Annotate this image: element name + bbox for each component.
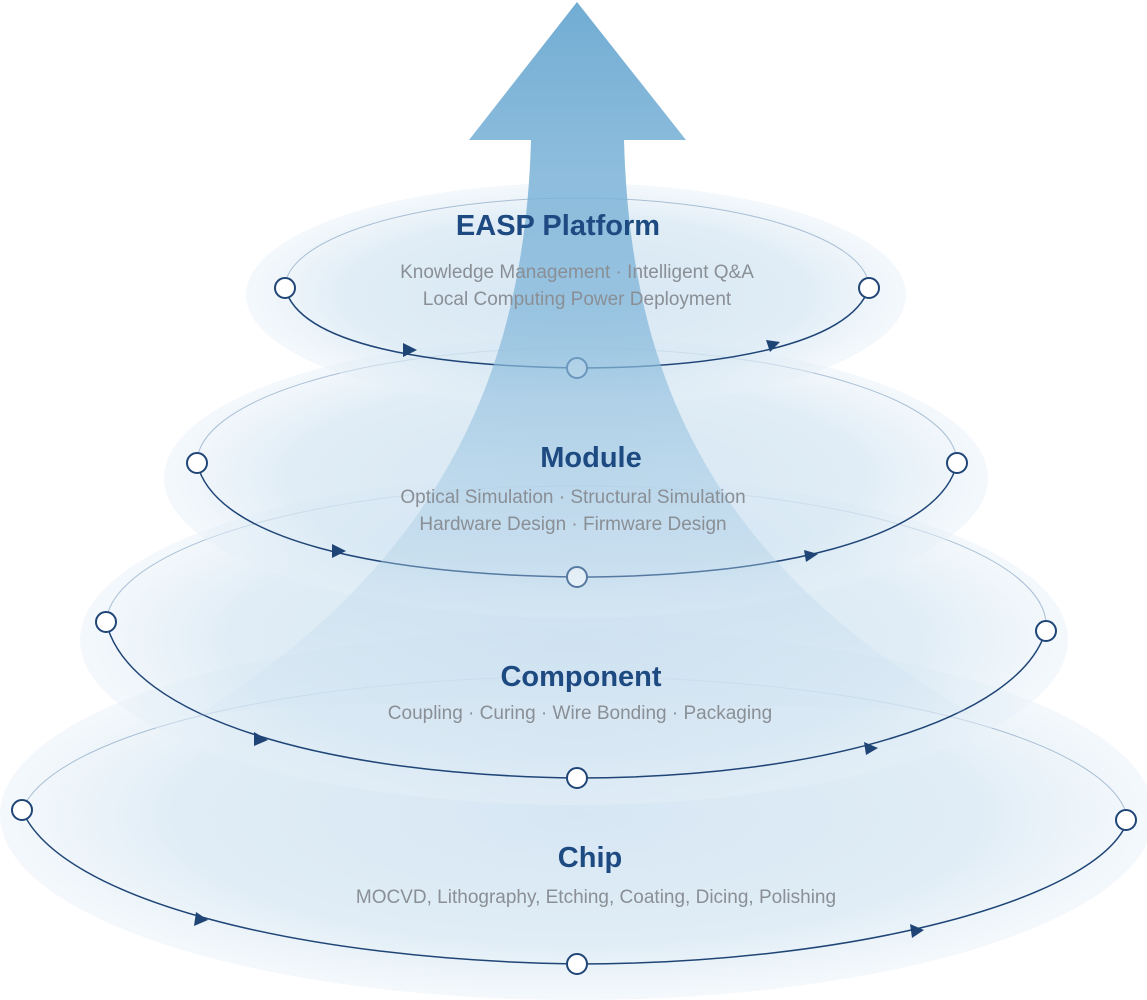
layer-easp-platform-desc-line-1: Knowledge Management · Intelligent Q&A bbox=[400, 262, 754, 283]
triangle-arrow-icon bbox=[804, 550, 818, 562]
circle-node-icon bbox=[566, 953, 588, 975]
triangle-arrow-icon bbox=[254, 732, 268, 746]
layer-component-desc-line-1: Coupling · Curing · Wire Bonding · Packa… bbox=[388, 703, 772, 724]
triangle-arrow-icon bbox=[864, 742, 878, 755]
circle-node-icon bbox=[858, 277, 880, 299]
layer-chip-desc-line-1: MOCVD, Lithography, Etching, Coating, Di… bbox=[356, 887, 836, 908]
circle-node-icon bbox=[11, 799, 33, 821]
circle-node-icon bbox=[946, 452, 968, 474]
circle-node-icon bbox=[95, 611, 117, 633]
layer-component-title: Component bbox=[500, 661, 661, 693]
up-arrow-icon bbox=[190, 2, 975, 720]
circle-node-icon bbox=[1035, 620, 1057, 642]
triangle-arrow-icon bbox=[403, 343, 417, 357]
triangle-arrow-icon bbox=[332, 544, 346, 558]
circle-node-icon bbox=[566, 767, 588, 789]
triangle-arrow-icon bbox=[910, 924, 924, 938]
layer-module-desc-line-1: Optical Simulation · Structural Simulati… bbox=[400, 487, 745, 508]
triangle-arrow-icon bbox=[766, 340, 780, 352]
layer-module-title: Module bbox=[540, 442, 642, 474]
triangle-arrow-icon bbox=[194, 912, 208, 926]
layer-chip-title: Chip bbox=[558, 842, 622, 874]
circle-node-icon bbox=[1115, 809, 1137, 831]
layer-easp-platform-desc-line-2: Local Computing Power Deployment bbox=[423, 289, 732, 310]
circle-node-icon bbox=[186, 452, 208, 474]
layer-module-desc-line-2: Hardware Design · Firmware Design bbox=[419, 514, 726, 535]
layer-easp-platform-title: EASP Platform bbox=[456, 210, 660, 242]
circle-node-icon bbox=[274, 277, 296, 299]
